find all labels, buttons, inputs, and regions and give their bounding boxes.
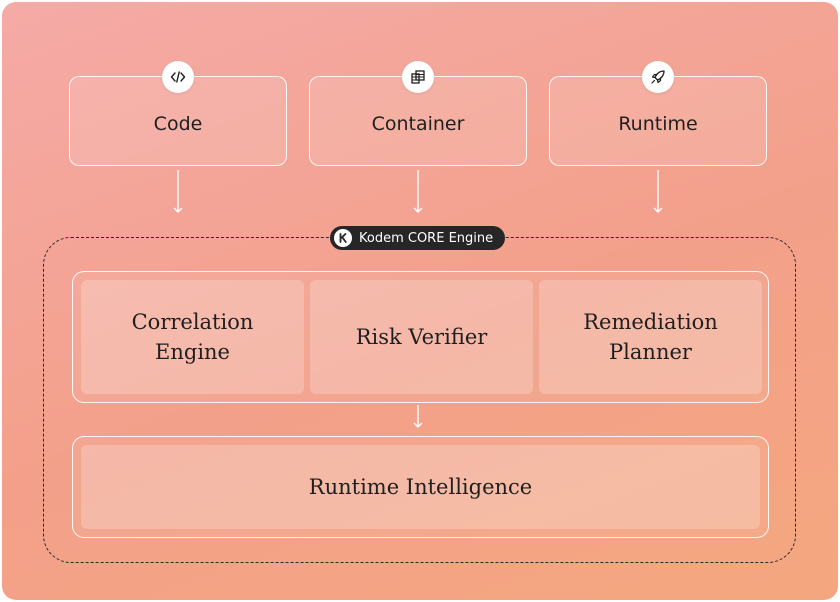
module-line: Risk Verifier <box>355 325 488 349</box>
core-engine-badge-label: Kodem CORE Engine <box>359 230 494 246</box>
source-container: Container <box>309 61 527 166</box>
source-code: Code <box>69 61 287 166</box>
source-container-label: Container <box>371 113 465 135</box>
arrow-down-icon <box>653 170 663 213</box>
source-runtime-label: Runtime <box>618 113 698 135</box>
arrow-down-icon <box>413 170 423 213</box>
module-line: Engine <box>155 340 230 364</box>
arrow-down-icon <box>413 405 423 428</box>
module-risk-verifier: Risk Verifier <box>310 280 533 394</box>
arrow-down-icon <box>173 170 183 213</box>
stack-icon <box>402 61 434 93</box>
rocket-icon <box>642 61 674 93</box>
engine-modules-panel: Correlation Engine Risk Verifier Remedia… <box>72 271 769 403</box>
module-remediation-planner: Remediation Planner <box>539 280 762 394</box>
module-line: Planner <box>609 340 692 364</box>
source-runtime: Runtime <box>549 61 767 166</box>
runtime-intelligence-panel: Runtime Intelligence <box>72 436 769 538</box>
module-line: Correlation <box>131 310 254 334</box>
module-runtime-intelligence: Runtime Intelligence <box>81 445 760 529</box>
module-correlation-engine: Correlation Engine <box>81 280 304 394</box>
source-code-label: Code <box>153 113 203 135</box>
module-line: Runtime Intelligence <box>308 475 533 499</box>
kodem-logo-icon <box>334 229 352 247</box>
module-line: Remediation <box>583 310 718 334</box>
core-engine-badge: Kodem CORE Engine <box>330 226 506 250</box>
code-icon <box>162 61 194 93</box>
